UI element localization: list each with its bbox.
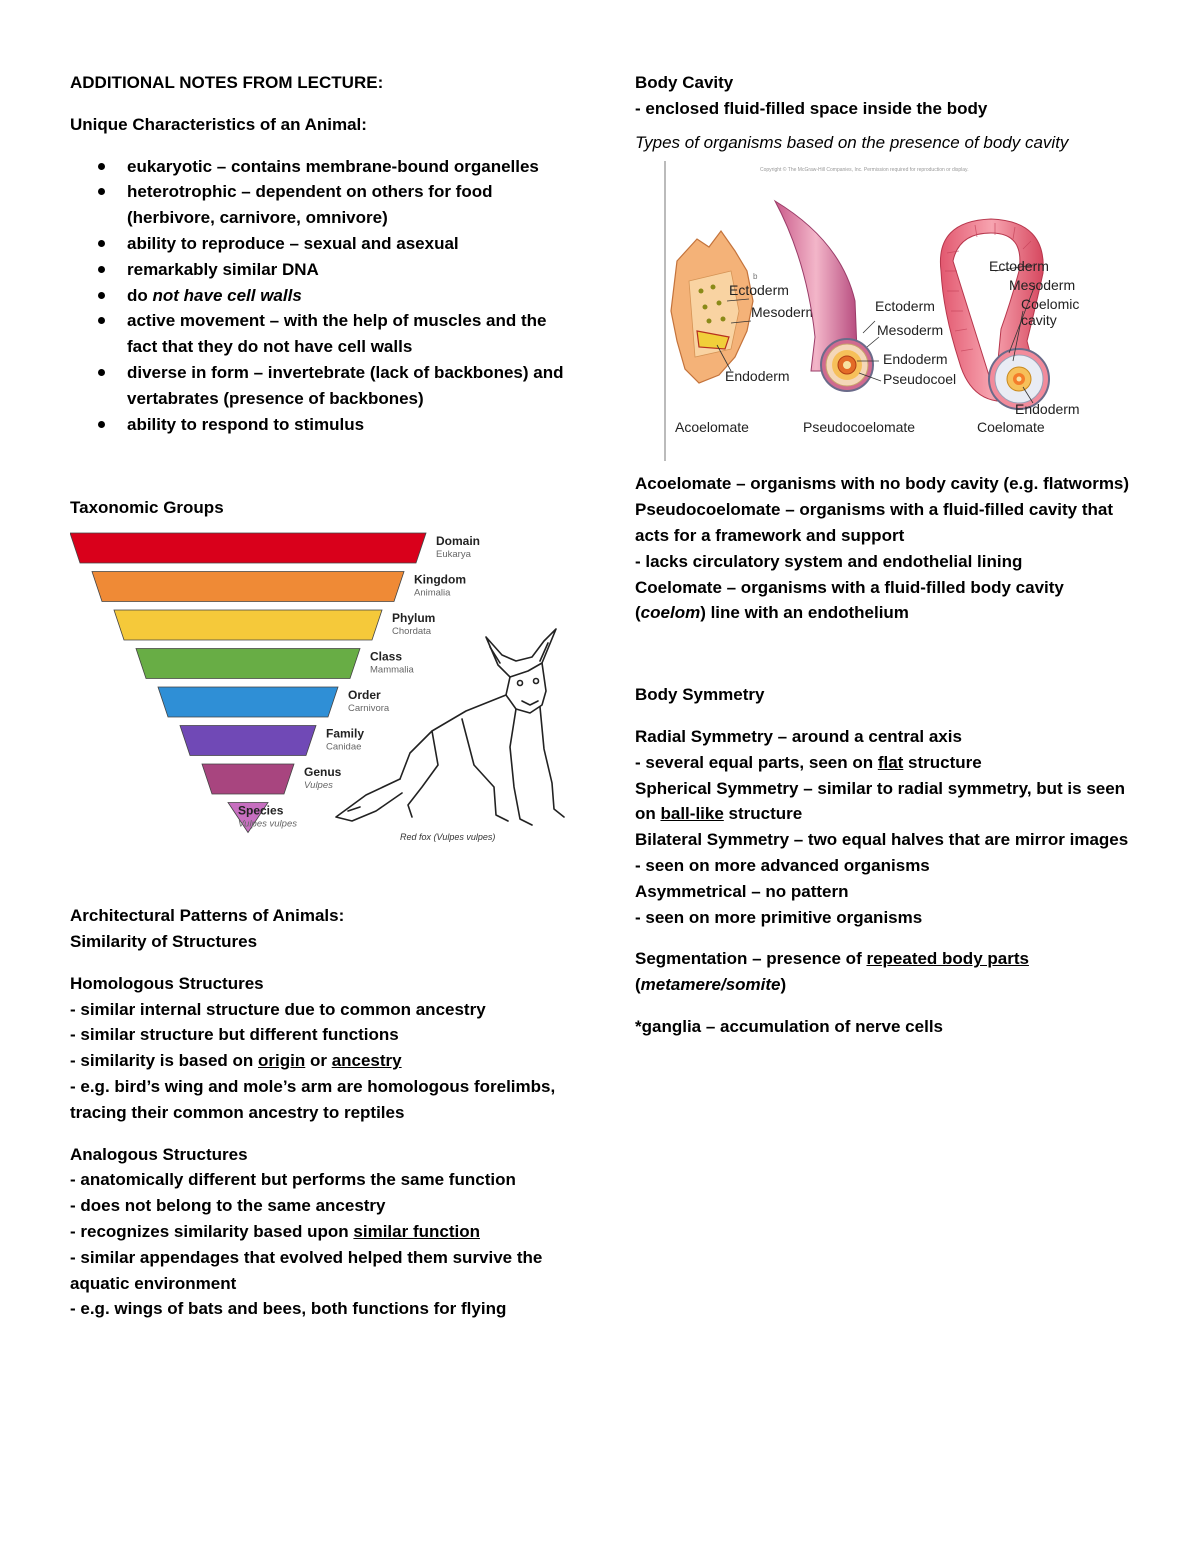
taxonomy-tier-phylum [113, 609, 383, 641]
taxonomy-name-label: Animalia [414, 588, 451, 599]
taxonomy-tier-family [179, 725, 317, 757]
body-cavity-figure: Copyright © The McGraw-Hill Companies, I… [664, 161, 1080, 462]
list-item: heterotrophic – dependent on others for … [70, 179, 570, 231]
taxonomy-name-label: Vulpes [304, 780, 333, 791]
taxonomy-rank-label: Species [238, 804, 284, 818]
list-item: remarkably similar DNA [70, 257, 570, 283]
ganglia-note: *ganglia – accumulation of nerve cells [635, 1016, 943, 1036]
fox-caption: Red fox (Vulpes vulpes) [400, 832, 495, 842]
pseudocoelomate-illustration [773, 200, 882, 393]
left-column: ADDITIONAL NOTES FROM LECTURE: Unique Ch… [70, 70, 570, 1322]
acoelomate-mesoderm-label: Mesoderm [751, 304, 817, 320]
bilateral-symmetry: Bilateral Symmetry – two equal halves th… [635, 830, 1129, 850]
acoelomate-definition: Acoelomate – organisms with no body cavi… [635, 474, 1130, 494]
taxonomy-name-label: Eukarya [436, 549, 472, 560]
analogous-point-4: - similar appendages that evolved helped… [70, 1247, 543, 1267]
taxonomy-rank-label: Domain [436, 534, 480, 548]
segmentation-detail: (metamere/somite) [635, 975, 787, 995]
unique-characteristics-title: Unique Characteristics of an Animal: [70, 114, 367, 134]
pseudocoelomate-definition-1: Pseudocoelomate – organisms with a fluid… [635, 500, 1113, 520]
taxonomy-rank-label: Family [326, 727, 364, 741]
coelomate-ectoderm-label: Ectoderm [989, 258, 1049, 274]
coelomate-coelomic-label: Coelomic [1021, 296, 1079, 312]
coelomate-endoderm-label: Endoderm [1015, 401, 1080, 417]
homologous-point-1: - similar internal structure due to comm… [70, 999, 486, 1019]
figure-letter-b: b [753, 272, 758, 281]
pseudocoelomate-definition-2: acts for a framework and support [635, 525, 905, 545]
list-item: active movement – with the help of muscl… [70, 308, 570, 360]
taxonomy-tier-genus [201, 763, 295, 795]
list-item: ability to respond to stimulus [70, 412, 570, 438]
acoelomate-ectoderm-label: Ectoderm [729, 282, 789, 298]
caption-coelomate: Coelomate [977, 419, 1045, 435]
asymmetrical-detail: - seen on more primitive organisms [635, 907, 923, 927]
analogous-point-2: - does not belong to the same ancestry [70, 1196, 386, 1216]
pseudocoelomate-ectoderm-label: Ectoderm [875, 298, 935, 314]
body-cavity-title: Body Cavity [635, 73, 734, 92]
right-column: Body Cavity - enclosed fluid-filled spac… [635, 70, 1145, 1040]
taxonomy-tier-species [227, 802, 269, 834]
taxonomic-groups-title: Taxonomic Groups [70, 498, 224, 518]
spherical-symmetry-detail: on ball-like structure [635, 804, 803, 824]
list-item: eukaryotic – contains membrane-bound org… [70, 154, 570, 180]
taxonomy-rank-label: Class [370, 650, 402, 664]
taxonomy-tier-domain [70, 532, 427, 564]
list-item: diverse in form – invertebrate (lack of … [70, 360, 570, 412]
pseudocoelomate-definition-3: - lacks circulatory system and endotheli… [635, 551, 1023, 571]
body-cavity-types-caption: Types of organisms based on the presence… [635, 132, 1069, 152]
taxonomy-name-label: Vulpes vulpes [238, 819, 297, 830]
taxonomy-pyramid-figure: Red fox (Vulpes vulpes) DomainEukaryaKin… [70, 532, 565, 842]
radial-symmetry: Radial Symmetry – around a central axis [635, 726, 962, 746]
caption-pseudocoelomate: Pseudocoelomate [803, 419, 915, 435]
page-heading: ADDITIONAL NOTES FROM LECTURE: [70, 73, 384, 92]
similarity-title: Similarity of Structures [70, 931, 258, 951]
homologous-point-5: tracing their common ancestry to reptile… [70, 1102, 405, 1122]
coelomate-definition-1: Coelomate – organisms with a fluid-fille… [635, 577, 1064, 597]
coelomate-cavity-label: cavity [1021, 312, 1057, 328]
analogous-point-6: - e.g. wings of bats and bees, both func… [70, 1299, 507, 1319]
homologous-title: Homologous Structures [70, 973, 264, 993]
caption-acoelomate: Acoelomate [675, 419, 749, 435]
taxonomy-rank-label: Phylum [392, 611, 435, 625]
taxonomy-tier-kingdom [91, 571, 405, 603]
analogous-point-1: - anatomically different but performs th… [70, 1170, 516, 1190]
taxonomy-name-label: Chordata [392, 626, 432, 637]
homologous-point-3: - similarity is based on origin or ances… [70, 1051, 402, 1071]
radial-symmetry-detail: - several equal parts, seen on flat stru… [635, 752, 982, 772]
homologous-point-4: - e.g. bird’s wing and mole’s arm are ho… [70, 1076, 556, 1096]
pseudocoelomate-endoderm-label: Endoderm [883, 351, 948, 367]
body-symmetry-title: Body Symmetry [635, 685, 765, 705]
taxonomy-tier-order [157, 686, 339, 718]
taxonomy-rank-label: Kingdom [414, 573, 466, 587]
taxonomy-name-label: Carnivora [348, 703, 390, 714]
bilateral-symmetry-detail: - seen on more advanced organisms [635, 855, 930, 875]
analogous-title: Analogous Structures [70, 1144, 248, 1164]
asymmetrical: Asymmetrical – no pattern [635, 881, 849, 901]
homologous-point-2: - similar structure but different functi… [70, 1025, 399, 1045]
body-cavity-definition: - enclosed fluid-filled space inside the… [635, 98, 988, 118]
acoelomate-endoderm-label: Endoderm [725, 368, 790, 384]
coelomate-illustration [939, 218, 1050, 411]
taxonomy-rank-label: Order [348, 688, 381, 702]
figure-copyright: Copyright © The McGraw-Hill Companies, I… [760, 166, 969, 173]
fox-drawing-icon [335, 628, 565, 826]
analogous-point-5: aquatic environment [70, 1273, 237, 1293]
architectural-patterns-title: Architectural Patterns of Animals: [70, 906, 345, 926]
analogous-point-3: - recognizes similarity based upon simil… [70, 1221, 480, 1241]
taxonomy-rank-label: Genus [304, 765, 342, 779]
spherical-symmetry: Spherical Symmetry – similar to radial s… [635, 778, 1126, 798]
taxonomy-name-label: Mammalia [370, 665, 415, 676]
pseudocoelomate-mesoderm-label: Mesoderm [877, 322, 943, 338]
pseudocoelomate-pseudocoel-label: Pseudocoel [883, 371, 956, 387]
characteristics-list: eukaryotic – contains membrane-bound org… [70, 154, 570, 438]
segmentation: Segmentation – presence of repeated body… [635, 949, 1029, 969]
taxonomy-tier-class [135, 648, 361, 680]
coelomate-definition-2: (coelom) line with an endothelium [635, 603, 909, 623]
list-item: do not have cell walls [70, 283, 570, 309]
coelomate-mesoderm-label: Mesoderm [1009, 277, 1075, 293]
acoelomate-illustration [670, 230, 754, 385]
list-item: ability to reproduce – sexual and asexua… [70, 231, 570, 257]
taxonomy-name-label: Canidae [326, 742, 361, 753]
